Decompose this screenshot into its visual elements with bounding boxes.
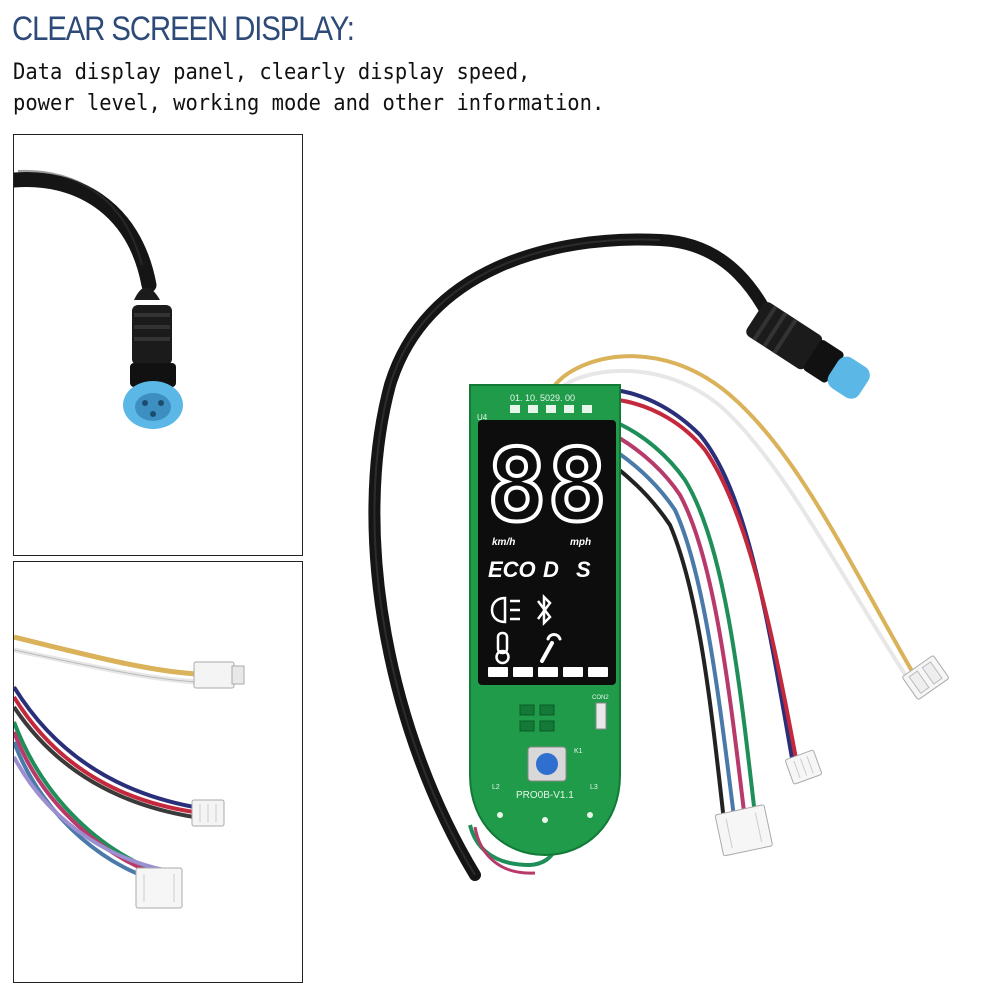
jst-connector-2pin xyxy=(902,655,949,700)
jst-connector-3pin xyxy=(785,749,823,785)
headlight-icon xyxy=(490,596,520,624)
jst-connector-middle xyxy=(191,799,225,827)
cable-segment xyxy=(14,171,157,293)
pcb-header-pins xyxy=(595,702,607,730)
thermometer-icon xyxy=(495,631,510,665)
pcb-top-label: 01. 10. 5029. 00 xyxy=(510,393,575,403)
pcb-model-label: PRO0B-V1.1 xyxy=(516,790,574,801)
jst-connector-bottom xyxy=(135,867,183,909)
wires-closeup-image xyxy=(14,634,245,909)
battery-level-bars xyxy=(488,667,608,677)
jst-connector-top xyxy=(193,661,245,689)
pcb-u4-label: U4 xyxy=(477,413,488,422)
jst-connector-4pin xyxy=(714,804,773,857)
main-connector-blue-head xyxy=(827,356,870,399)
connector-closeup-image xyxy=(14,169,183,429)
connector-closeup-panel xyxy=(13,134,303,556)
main-connector xyxy=(746,302,870,399)
unit-kmh: km/h xyxy=(492,537,515,548)
page-description: Data display panel, clearly display spee… xyxy=(13,60,605,116)
pcb-k1-label: K1 xyxy=(574,748,583,755)
pcb-l3-label: L3 xyxy=(590,784,598,791)
unit-mph: mph xyxy=(570,537,591,548)
pcb-con-label: CON2 xyxy=(592,695,609,701)
mode-s: S xyxy=(576,557,591,582)
pcb-l2-label: L2 xyxy=(492,784,500,791)
blue-push-button xyxy=(536,753,558,775)
wrench-icon xyxy=(540,633,562,663)
page-heading: CLEAR SCREEN DISPLAY: xyxy=(12,10,355,48)
dashboard-board-photo: 01. 10. 5029. 00 U4 88 km/h mph ECO D S xyxy=(330,215,970,895)
speed-digits: 88 xyxy=(487,427,607,544)
mode-eco: ECO xyxy=(488,557,536,582)
mode-d: D xyxy=(543,557,559,582)
wires-closeup-panel xyxy=(13,561,303,983)
connector-housing xyxy=(132,305,172,365)
bluetooth-icon xyxy=(537,593,552,627)
